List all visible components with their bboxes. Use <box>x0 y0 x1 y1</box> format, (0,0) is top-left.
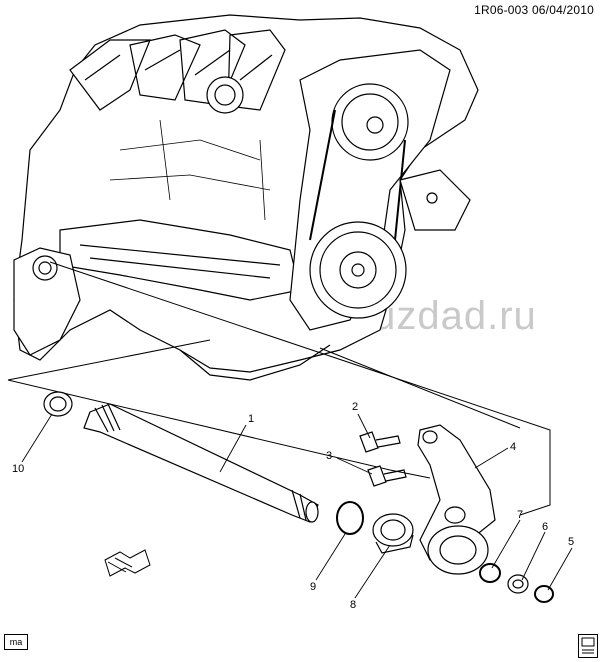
part-bolt-2 <box>359 431 401 453</box>
diagram-code: 1R06-003 <box>474 3 529 17</box>
callout-9: 9 <box>310 581 316 593</box>
accessory-belt <box>309 109 406 241</box>
footer-badge: ma <box>4 634 28 650</box>
callout-labels: 1 2 3 4 5 6 7 8 9 10 <box>12 401 574 611</box>
callout-10: 10 <box>12 463 24 475</box>
part-snap-ring-9 <box>336 501 364 535</box>
front-arrow-icon <box>104 549 151 577</box>
callout-leaders <box>21 413 573 599</box>
part-bolt-3 <box>367 465 407 487</box>
engine-assembly-illustration <box>13 14 479 381</box>
part-ring-7 <box>479 563 501 583</box>
block-lower-detail <box>59 219 301 301</box>
leader-left <box>7 339 211 381</box>
part-ring-5 <box>534 585 554 603</box>
callout-1: 1 <box>248 413 254 425</box>
part-support-bracket-4 <box>417 424 496 575</box>
intake-detail-lines <box>84 49 273 81</box>
diagram-header: 1R06-003 06/04/2010 <box>474 3 594 17</box>
part-bearing-8 <box>372 513 414 554</box>
callout-6: 6 <box>542 521 548 533</box>
part-washer-6 <box>507 574 529 594</box>
callout-2: 2 <box>352 401 358 413</box>
transmission-housing-edge <box>13 247 81 356</box>
leader-right <box>319 347 521 429</box>
part-seal-10 <box>43 391 73 417</box>
oil-pan <box>179 344 331 381</box>
parts-group <box>43 391 554 603</box>
publication-mark-icon <box>578 634 598 658</box>
callout-4: 4 <box>510 441 516 453</box>
callout-8: 8 <box>350 599 356 611</box>
leader-frame <box>7 261 551 516</box>
diagram-date: 06/04/2010 <box>531 3 594 17</box>
part-intermediate-shaft-1 <box>83 403 319 523</box>
callout-5: 5 <box>568 536 574 548</box>
leader-bottom <box>7 379 431 479</box>
callout-7: 7 <box>517 509 523 521</box>
callout-3: 3 <box>326 450 332 462</box>
leader-top <box>49 261 551 516</box>
